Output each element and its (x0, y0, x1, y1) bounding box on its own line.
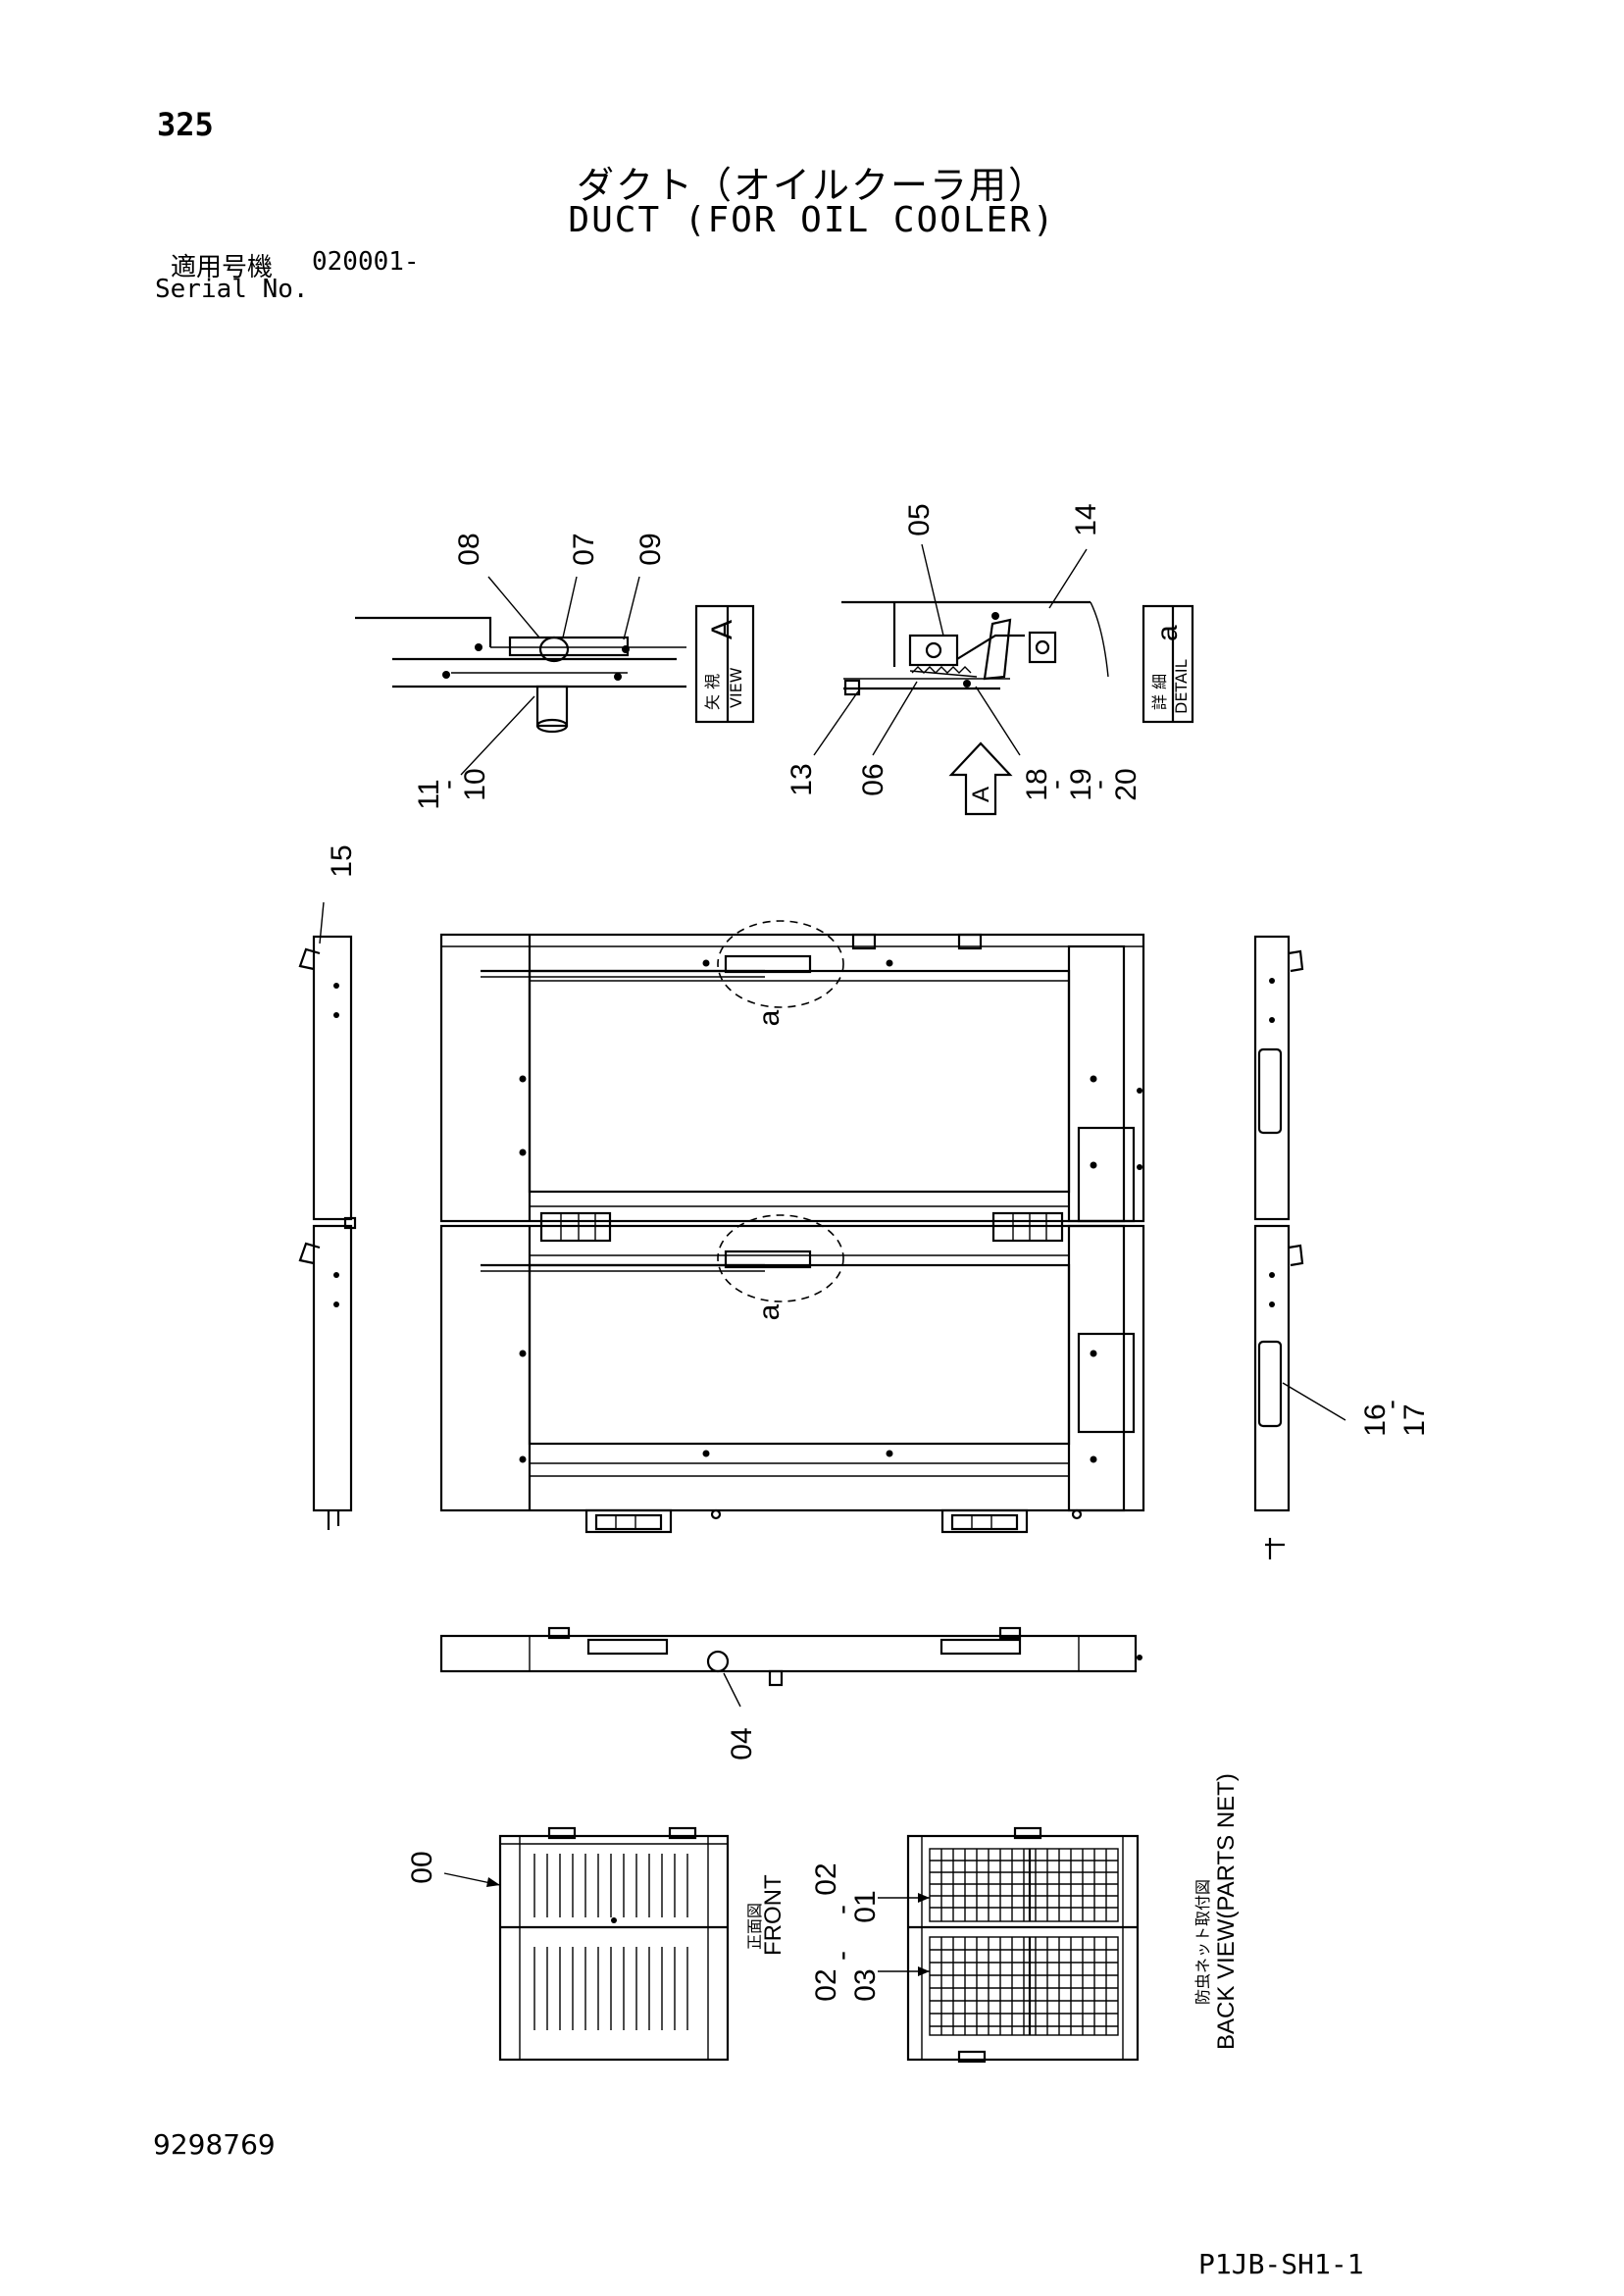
detail-marker-lower: a (753, 1303, 786, 1320)
serial-number-value: 020001- (312, 247, 420, 277)
back-view: 02 - 01 02 - 03 防虫ネット取付図 BACK VIEW(PARTS… (810, 1773, 1240, 2064)
sheet-code: P1JB-SH1-1 (1198, 2248, 1364, 2280)
callout-view-a-5: - (431, 780, 464, 790)
callout-detail-a-5: 18 (1021, 768, 1053, 800)
insect-net-upper (929, 1848, 1119, 1922)
document-number: 9298769 (153, 2128, 276, 2161)
callout-detail-a-3: 13 (786, 763, 818, 795)
callout-view-a-1: 08 (453, 533, 485, 565)
callout-main-2: 16 (1359, 1403, 1392, 1436)
callout-detail-a-9: 20 (1110, 768, 1142, 800)
callout-back-1: 02 (810, 1862, 842, 1895)
callout-side-1: 04 (726, 1727, 758, 1760)
callout-main-1: 15 (326, 844, 358, 877)
serial-label-japanese: 適用号機 (171, 253, 274, 282)
callout-detail-a-1: 05 (903, 503, 936, 536)
detail-marker-upper: a (753, 1009, 786, 1026)
main-view: 15 a (298, 844, 1431, 1559)
callout-detail-a-6: - (1040, 780, 1072, 790)
page-number: 325 (157, 106, 214, 143)
side-view: 04 (439, 1626, 1142, 1760)
callout-main-3: - (1375, 1400, 1407, 1409)
callout-back-3: 01 (849, 1890, 882, 1922)
view-a-detail: 08 07 09 11 - 10 矢 視 VIEW A (355, 533, 755, 810)
callout-view-a-6: 10 (459, 768, 491, 800)
serial-label-english: Serial No. (155, 275, 309, 304)
title-english: DUCT (FOR OIL COOLER) (568, 200, 1056, 240)
front-label-jp: 正面図 (745, 1903, 764, 1950)
callout-back-6: 03 (849, 1968, 882, 2001)
front-louvers (533, 1854, 688, 2030)
view-a-box (694, 604, 755, 724)
callout-detail-a-2: 14 (1070, 503, 1102, 536)
callout-main-4: 17 (1398, 1403, 1431, 1436)
detail-a-box (1142, 604, 1194, 724)
callout-view-a-2: 07 (568, 533, 600, 565)
view-a-box-en: VIEW (727, 667, 745, 708)
view-direction-arrow (948, 741, 1013, 816)
detail-a-box-jp: 詳 細 (1150, 674, 1169, 710)
callout-detail-a-8: - (1083, 780, 1115, 790)
callout-back-2: - (826, 1905, 858, 1914)
callout-detail-a-7: 19 (1065, 768, 1097, 800)
callout-view-a-3: 09 (634, 533, 667, 565)
detail-a-arrow-letter: A (968, 787, 994, 802)
back-label-jp: 防虫ネット取付図 (1193, 1879, 1212, 2005)
detail-a-box-letter: a (1151, 625, 1184, 641)
title-japanese: ダクト（オイルクーラ用） (576, 164, 1047, 207)
detail-a-marker-lower (717, 1214, 844, 1302)
callout-detail-a-4: 06 (857, 763, 889, 795)
detail-a-marker-upper (717, 920, 844, 1008)
front-label-en: FRONT (760, 1874, 787, 1956)
back-label-en: BACK VIEW(PARTS NET) (1213, 1773, 1240, 2050)
view-a-box-letter: A (706, 620, 738, 639)
insect-net-lower (929, 1936, 1119, 2036)
view-a-box-jp: 矢 視 (703, 674, 722, 710)
detail-a-view: A 05 14 13 06 18 - 19 - 20 詳 細 DETAIL a (786, 503, 1194, 816)
callout-front-1: 00 (406, 1851, 438, 1883)
detail-a-box-en: DETAIL (1172, 659, 1191, 714)
callout-back-4: 02 (810, 1968, 842, 2001)
callout-back-5: - (826, 1951, 858, 1961)
front-view: 00 正面図 FRONT (406, 1826, 787, 2062)
callout-view-a-4: 11 (413, 779, 445, 809)
